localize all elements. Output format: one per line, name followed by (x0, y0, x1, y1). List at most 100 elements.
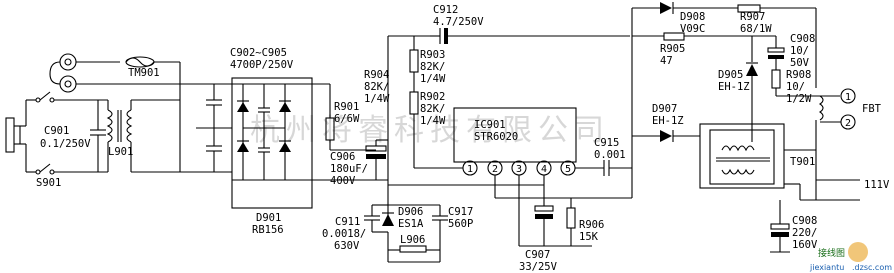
r908-value: 10/ (786, 81, 805, 93)
r907-label: R907 (740, 11, 765, 23)
t901-label: T901 (790, 156, 815, 168)
thermistor-tm901 (125, 56, 180, 68)
capacitor-c906 (365, 140, 387, 180)
c917-label: C917 (448, 206, 473, 218)
r908-label: R908 (786, 69, 811, 81)
s901-label: S901 (36, 177, 61, 189)
watermark: 杭州将睿科技有限公司 (250, 113, 610, 148)
d905-value: EH-1Z (718, 81, 750, 93)
d908-label: D908 (680, 11, 705, 23)
capacitor-c915 (603, 160, 632, 176)
c901-label: C901 (44, 125, 69, 137)
r901-label: R901 (334, 101, 359, 113)
c911-value: 0.0018/ (322, 228, 366, 240)
l906-label: L906 (400, 234, 425, 246)
c902-c905-value: 4700P/250V (230, 59, 294, 71)
r908-power: 1/2W (786, 93, 812, 105)
pin-5-label: 5 (565, 164, 571, 175)
logo-domain: .dzsc.com (852, 263, 892, 272)
c907-value: 33/25V (519, 261, 558, 273)
site-logo: 接线图 jiexiantu .dzsc.com (809, 242, 892, 272)
capacitors-c902-c905 (180, 83, 232, 173)
c908-top-voltage: 50V (790, 57, 810, 69)
capacitor-c917 (432, 205, 448, 262)
d906-value: ES1A (398, 218, 424, 230)
c902-c905-label: C902~C905 (230, 47, 287, 59)
diode-d905 (746, 36, 758, 120)
c915-value: 0.001 (594, 149, 626, 161)
fbt-pin-1-label: 1 (845, 92, 851, 103)
c906-voltage: 400V (330, 175, 356, 187)
resistor-r907 (737, 4, 816, 13)
fuse-holder (49, 53, 180, 93)
r901-value: 6/6W (334, 113, 360, 125)
c901-value: 0.1/250V (40, 138, 91, 150)
r903-label: R903 (420, 49, 445, 61)
ic-part: STR6020 (474, 131, 518, 143)
d905-label: D905 (718, 69, 743, 81)
r906-label: R906 (579, 219, 604, 231)
fbt-pin-1 (840, 88, 856, 104)
c906-label: C906 (330, 151, 355, 163)
pin-4-label: 4 (541, 164, 547, 175)
c912-value: 4.7/250V (433, 16, 484, 28)
d907-label: D907 (652, 103, 677, 115)
resistor-r905 (632, 32, 752, 41)
logo-mark: 接线图 (818, 247, 845, 259)
c911-voltage: 630V (334, 240, 360, 252)
c911-label: C911 (335, 216, 360, 228)
c915-label: C915 (594, 137, 619, 149)
resistor-r901 (325, 117, 376, 151)
output-111v-label: 111V (864, 179, 890, 191)
l901-label: L901 (108, 146, 133, 158)
d906-label: D906 (398, 206, 423, 218)
r904-value: 82K/ (364, 81, 389, 93)
capacitor-c907 (534, 185, 554, 246)
r902-label: R902 (420, 91, 445, 103)
tm901-label: TM901 (128, 67, 160, 79)
transformer-t901 (699, 120, 785, 189)
inductor-l901 (106, 100, 133, 172)
c912-label: C912 (433, 4, 458, 16)
c907-label: C907 (525, 249, 550, 261)
pin-3-label: 3 (516, 164, 522, 175)
capacitor-c901 (90, 100, 106, 172)
fbt-label: FBT (862, 103, 882, 115)
r903-power: 1/4W (420, 73, 446, 85)
c908-top-label: C908 (790, 33, 815, 45)
r905-label: R905 (660, 43, 685, 55)
capacitor-c908-bottom (770, 200, 790, 253)
r906-value: 15K (579, 231, 599, 243)
r902-power: 1/4W (420, 115, 446, 127)
r904-label: R904 (364, 69, 389, 81)
c908-bottom-label: C908 (792, 215, 817, 227)
bridge-rectifier-d901 (231, 77, 313, 209)
logo-site: jiexiantu (809, 263, 844, 272)
ic-label: IC901 (474, 119, 506, 131)
r903-value: 82K/ (420, 61, 445, 73)
capacitor-c911 (364, 204, 440, 233)
r904-power: 1/4W (364, 93, 390, 105)
capacitor-c908-top (752, 35, 840, 97)
fbt-pin-2-label: 2 (845, 118, 851, 129)
r902-value: 82K/ (420, 103, 445, 115)
pin-1-label: 1 (467, 164, 473, 175)
diode-d908 (632, 2, 738, 14)
capacitor-c912 (430, 28, 630, 44)
d901-value: RB156 (252, 224, 284, 236)
c908-top-value: 10/ (790, 45, 809, 57)
inductor-l906 (387, 232, 440, 263)
r905-value: 47 (660, 55, 673, 67)
ac-plug (5, 117, 26, 153)
resistor-r904 (409, 36, 419, 168)
pin-2-label: 2 (492, 164, 498, 175)
r907-value: 68/1W (740, 23, 772, 35)
diode-d906 (382, 212, 394, 226)
d901-label: D901 (256, 212, 281, 224)
diode-d907 (632, 130, 700, 142)
c906-value: 180uF/ (330, 163, 368, 175)
d908-value: V09C (680, 23, 705, 35)
fbt-connector (819, 88, 856, 130)
